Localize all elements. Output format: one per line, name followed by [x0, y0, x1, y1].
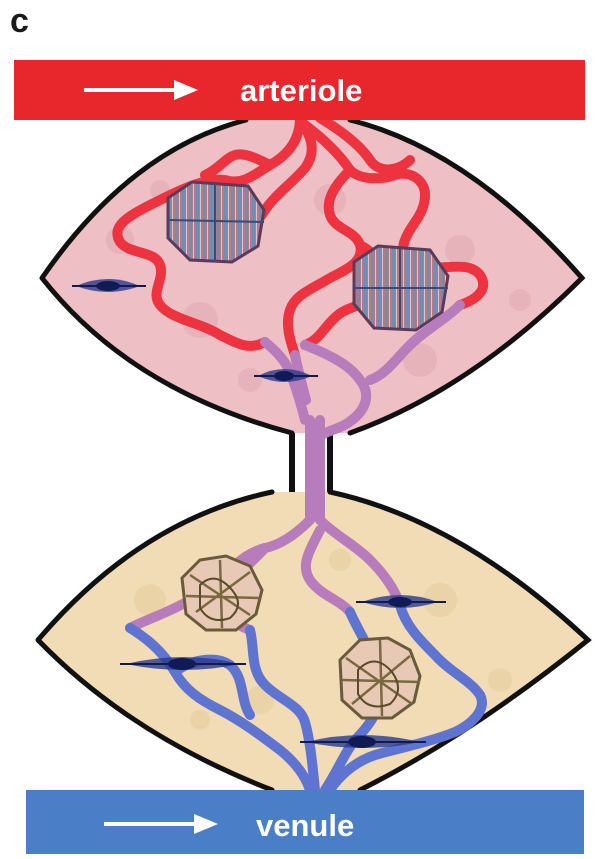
collagen-cluster-icon — [340, 638, 420, 718]
cardiomyocyte-icon — [354, 246, 448, 330]
venule-bar: venule — [26, 790, 584, 854]
collagen-cluster-icon — [182, 556, 262, 630]
cardiomyocyte-icon — [168, 182, 264, 262]
venule-label: venule — [256, 808, 354, 843]
arteriole-bar: arteriole — [14, 60, 585, 120]
arteriole-label: arteriole — [240, 73, 362, 108]
upper-tissue-lobe — [42, 120, 582, 433]
